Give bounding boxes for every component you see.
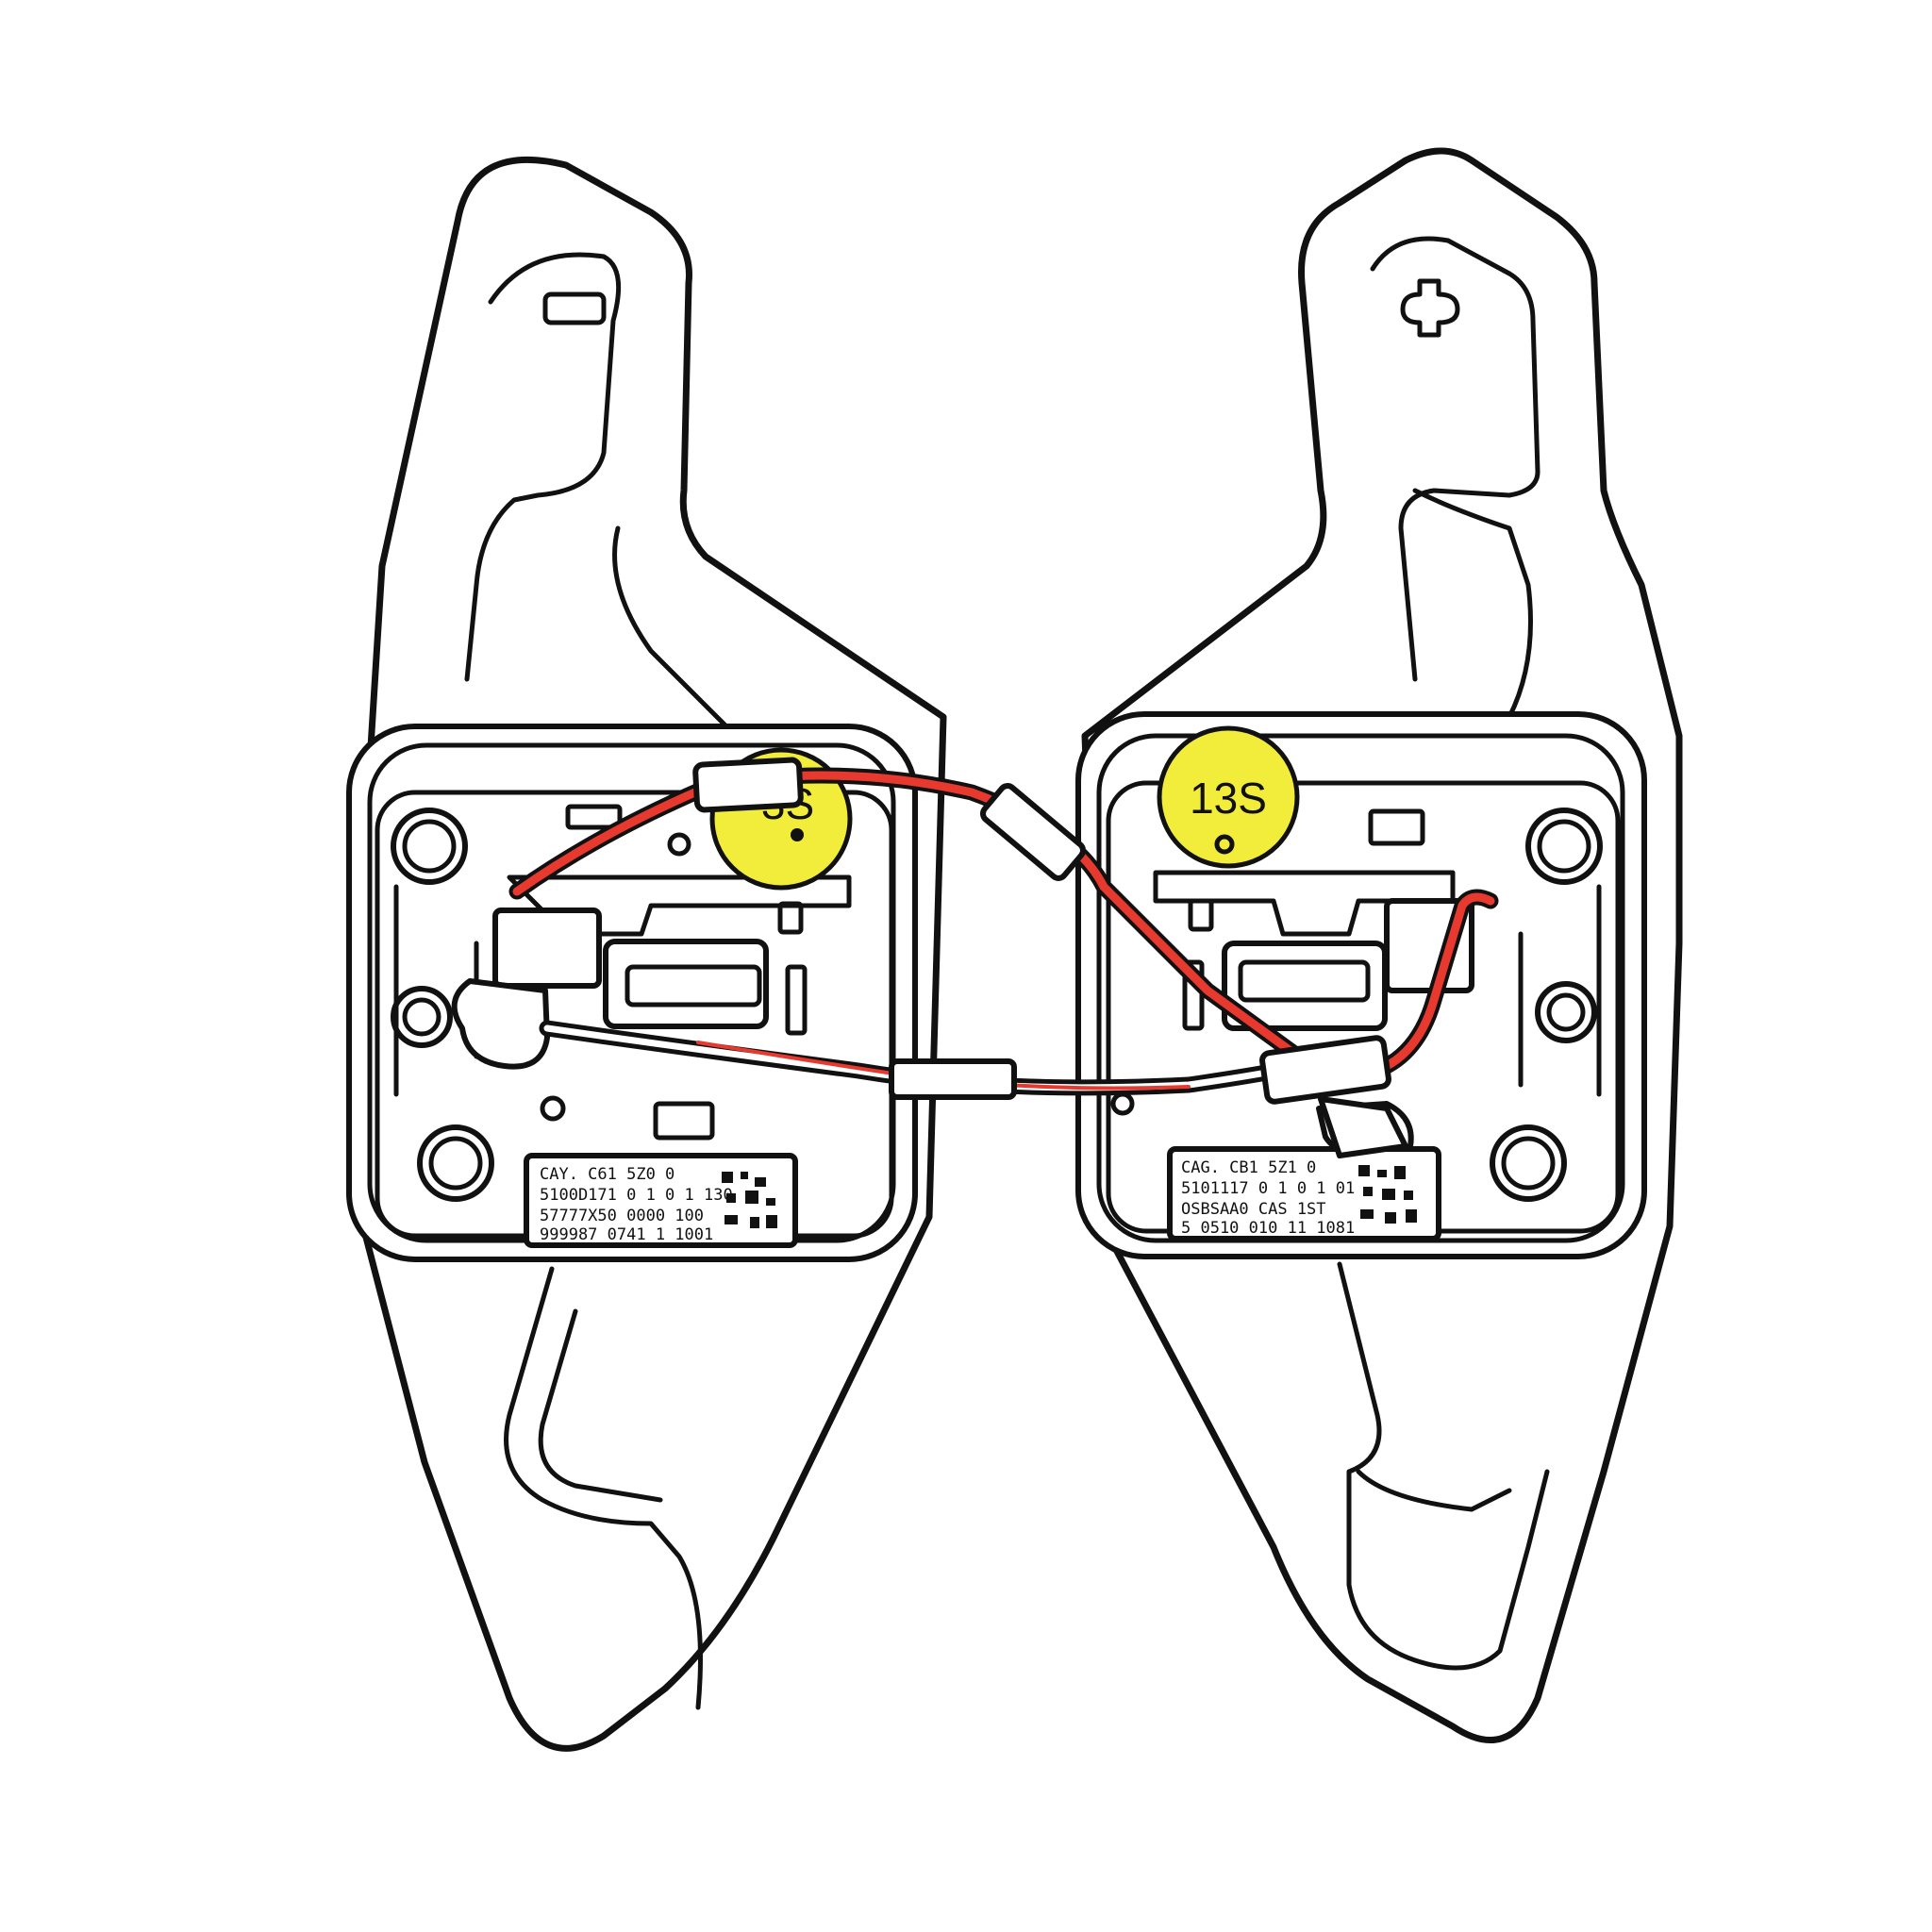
left-paddle: 3S CAY. C61 5Z0 0 5100D171 0 1 0 1 130 5… [346,156,947,1752]
right-rail [1518,884,1602,1097]
left-connector-blob [451,978,550,1070]
right-microswitch-face [1238,959,1371,1003]
left-paddle-outline [355,156,947,1752]
left-hole-bottom [540,1095,566,1122]
right-sticker [1157,725,1300,869]
right-paddle-upper-ridge-inner [1412,488,1533,720]
right-mount-boss-top [1525,808,1603,885]
right-label-line-2: 5101117 0 1 0 1 01 [1181,1179,1355,1198]
minus-icon [542,291,607,325]
left-paddle-lower-ridge-inner [538,1308,663,1503]
right-mount-boss-middle [1535,981,1597,1043]
left-microswitch-face [625,964,762,1008]
wiring-harness [508,757,1499,1158]
right-slot-top [1368,808,1425,846]
left-slot-bottom [653,1101,715,1141]
connector-right-plug [1318,1096,1408,1158]
left-label-line-1: CAY. C61 5Z0 0 [540,1165,675,1184]
connector-crossover [979,783,1087,881]
left-label-qr-code [722,1172,777,1228]
right-sticker-dot [1214,834,1235,855]
left-label-line-4: 999987 0741 1 1001 [540,1225,713,1244]
left-switch-housing [492,908,602,989]
right-label-line-1: CAG. CB1 5Z1 0 [1181,1158,1316,1177]
left-label-line-2: 5100D171 0 1 0 1 130 [540,1186,733,1205]
left-mount-boss-bottom [417,1124,494,1202]
left-pin [777,901,804,935]
right-mount-boss-bottom [1490,1124,1567,1202]
right-paddle-lower-ridge [1337,1261,1550,1671]
right-sticker-text: 13S [1190,774,1267,823]
right-paddle-upper-ridge [1370,236,1541,682]
left-paddle-upper-ridge-inner [612,525,739,739]
left-sticker-dot [791,828,804,841]
connector-right-lower [1259,1035,1391,1105]
right-paddle-lower-ridge-inner [1356,1469,1512,1512]
right-label-qr-code [1358,1165,1417,1224]
right-label-line-4: 5 0510 010 11 1081 [1181,1219,1355,1238]
left-mount-boss-middle [391,986,453,1048]
left-label-line-3: 57777X50 0000 100 [540,1207,704,1225]
left-pin-2 [785,964,808,1036]
connector-lower-middle [889,1058,1017,1100]
left-paddle-upper-ridge [464,252,622,682]
connector-left-top [692,757,804,813]
left-slot-top [565,804,623,830]
right-label-line-3: OSBSAA0 CAS 1ST [1181,1200,1326,1219]
right-paddle-outline [1081,147,1683,1743]
left-hole-top [667,832,691,857]
right-pin [1188,898,1214,932]
left-mount-boss-top [391,808,468,885]
left-paddle-lower-ridge [504,1266,703,1710]
plus-icon [1400,278,1460,338]
